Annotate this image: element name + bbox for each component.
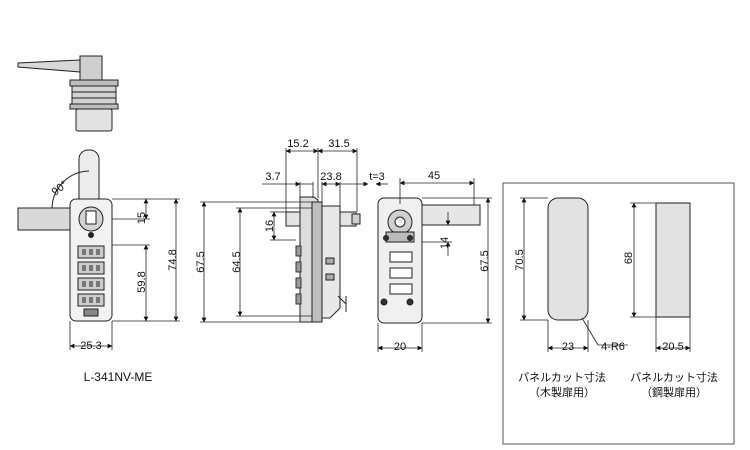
dim-steel-width: 20.5 <box>662 341 683 353</box>
top-view <box>17 55 119 132</box>
dim-3-7: 3.7 <box>265 171 280 183</box>
front-dimensions <box>69 198 180 350</box>
dim-64-5: 64.5 <box>231 251 243 272</box>
panel-cut-steel <box>630 202 691 352</box>
dim-45: 45 <box>428 170 440 182</box>
steel-subcaption: （鋼製扉用） <box>641 385 707 399</box>
dim-20: 20 <box>394 341 406 353</box>
dim-14: 14 <box>439 237 451 249</box>
dim-overall: 74.8 <box>167 249 179 270</box>
steel-caption: パネルカット寸法 <box>630 370 718 384</box>
dim-31-5: 31.5 <box>328 138 349 150</box>
rear-lever <box>417 204 481 226</box>
dim-16: 16 <box>264 220 276 232</box>
dim-wood-height: 70.5 <box>514 249 526 270</box>
wood-caption: パネルカット寸法 <box>518 370 606 384</box>
dim-width: 25.3 <box>80 340 101 352</box>
rotation-arc <box>51 170 90 209</box>
dim-corner-radius: 4-R6 <box>601 341 625 353</box>
dim-wood-width: 23 <box>562 341 574 353</box>
front-view <box>17 149 113 322</box>
side-dimensions <box>200 148 388 323</box>
angle-label: 90° <box>50 179 71 199</box>
reset-slot <box>83 308 99 317</box>
dim-steel-height: 68 <box>623 252 635 264</box>
dim-buttons: 59.8 <box>136 271 148 292</box>
panel-cut-wood <box>520 197 628 352</box>
part-number: L-341NV-ME <box>84 370 153 384</box>
dim-67-5-side: 67.5 <box>195 251 207 272</box>
dim-23-8: 23.8 <box>320 171 341 183</box>
side-view <box>285 196 361 323</box>
wood-subcaption: （木製扉用） <box>529 385 595 399</box>
dim-handle: 15 <box>136 212 148 224</box>
rear-view <box>377 197 481 324</box>
dim-15-2: 15.2 <box>287 138 308 150</box>
dim-thickness: t=3 <box>369 171 385 183</box>
number-wheels <box>77 245 105 307</box>
panel-cut-frame <box>502 182 735 445</box>
rear-dimensions <box>377 178 492 352</box>
dim-67-5-rear: 67.5 <box>479 250 491 271</box>
